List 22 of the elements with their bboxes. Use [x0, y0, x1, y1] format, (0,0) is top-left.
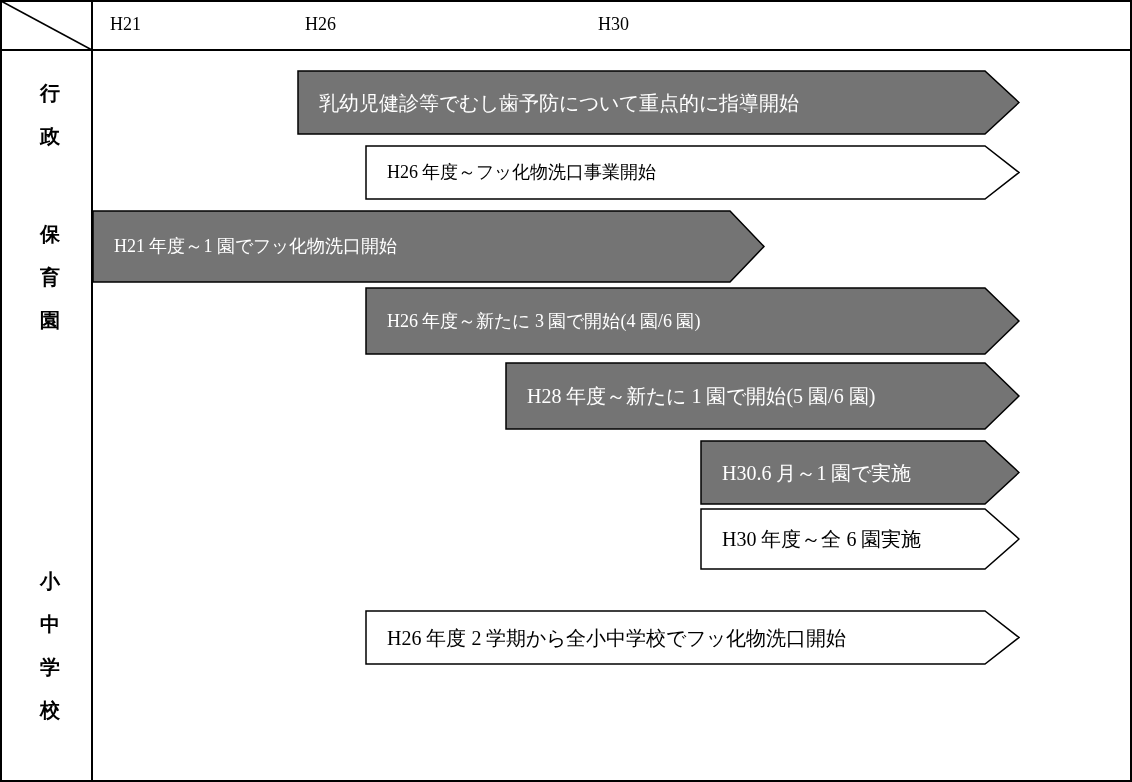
arrow-banner — [700, 508, 1020, 570]
row-header: 行政 — [40, 81, 60, 149]
arrow-banner — [365, 145, 1020, 200]
arrow-banner — [700, 440, 1020, 505]
banner-text: H26 年度～フッ化物洗口事業開始 — [386, 161, 657, 184]
arrow-banner — [365, 610, 1020, 665]
year-label: H30 — [598, 13, 629, 36]
banner-text: H28 年度～新たに 1 園で開始(5 園/6 園) — [526, 384, 876, 410]
row-header: 保育園 — [40, 222, 60, 333]
banner-text: 乳幼児健診等でむし歯予防について重点的に指導開始 — [318, 90, 799, 116]
banner-text: H30.6 月～1 園で実施 — [721, 460, 912, 486]
year-label: H26 — [305, 13, 336, 36]
arrow-banner — [92, 210, 765, 283]
year-label: H21 — [110, 13, 141, 36]
row-header: 小中学校 — [40, 569, 60, 723]
banner-text: H21 年度～1 園でフッ化物洗口開始 — [113, 235, 397, 258]
banner-text: H26 年度～新たに 3 園で開始(4 園/6 園) — [386, 309, 701, 333]
arrow-banner — [505, 362, 1020, 430]
arrow-banner — [365, 287, 1020, 355]
banner-text: H26 年度 2 学期から全小中学校でフッ化物洗口開始 — [386, 625, 847, 651]
banner-text: H30 年度～全 6 園実施 — [721, 527, 922, 552]
arrow-banner — [297, 70, 1020, 135]
